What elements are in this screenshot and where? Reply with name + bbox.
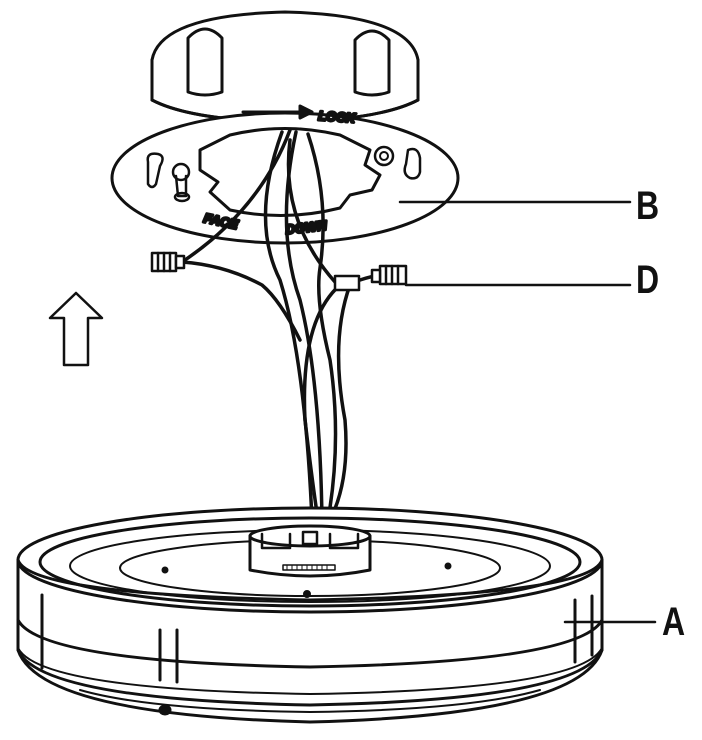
mounting-box [150,10,420,124]
right-wire-connector [333,264,408,292]
up-arrow-icon [48,291,104,367]
callout-d: D [636,258,660,302]
terminal-block [248,524,372,578]
callout-a: A [662,600,686,644]
plate-down-label: DOWN [285,218,328,237]
callout-b: B [636,184,660,228]
plate-lock-label: LOCK [318,108,357,126]
left-wire-connector [150,251,186,273]
wire-harness [180,128,397,522]
